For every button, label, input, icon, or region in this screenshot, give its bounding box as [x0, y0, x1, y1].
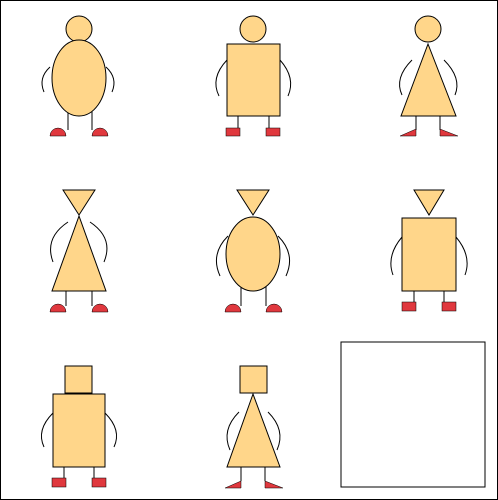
body-rectangle [53, 394, 105, 467]
answer-slot[interactable] [341, 342, 485, 487]
left-foot [402, 302, 416, 311]
left-foot [226, 128, 240, 136]
head-circle [66, 16, 92, 42]
head-circle [415, 16, 441, 42]
head-circle [240, 16, 266, 42]
left-foot [52, 478, 66, 487]
right-foot [266, 128, 280, 136]
body-ellipse [226, 217, 280, 291]
right-foot [442, 302, 456, 311]
head-square [65, 366, 92, 393]
body-rectangle [227, 44, 280, 116]
body-rectangle [402, 218, 456, 291]
right-foot [92, 478, 106, 487]
head-square [240, 366, 267, 393]
body-ellipse [52, 40, 106, 116]
